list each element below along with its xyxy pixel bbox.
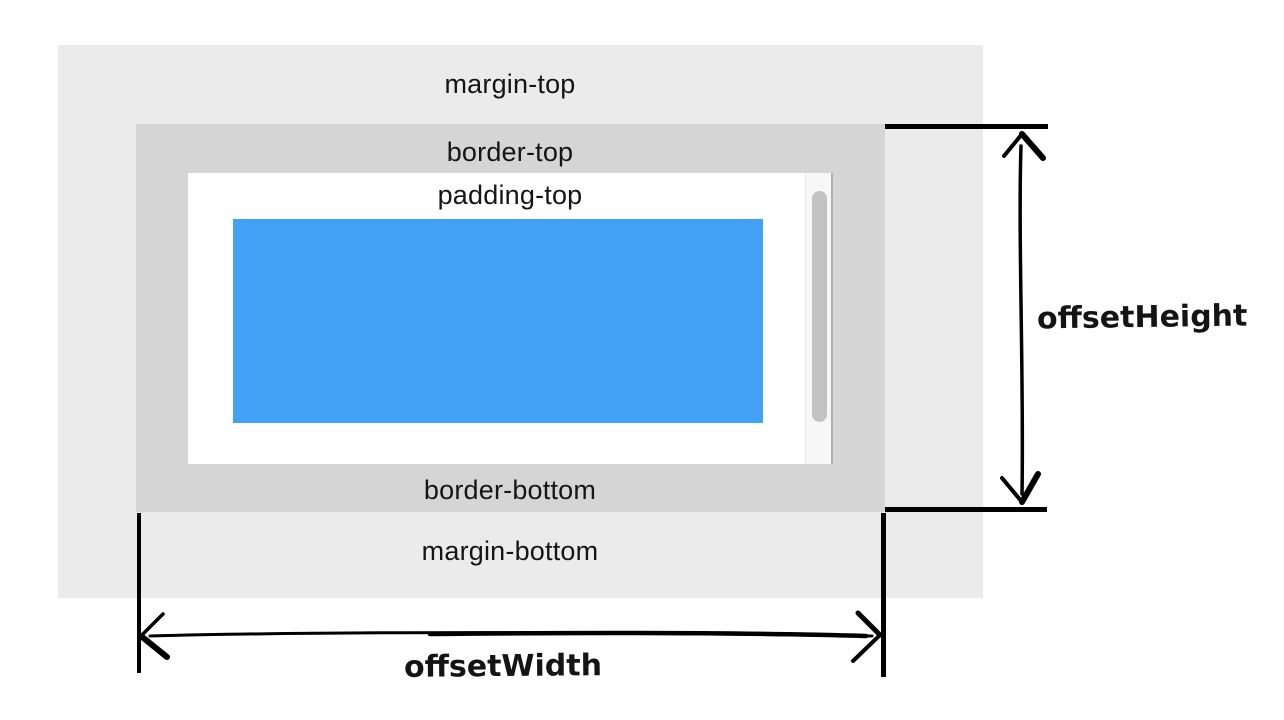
offset-width-tick-left [137,513,141,673]
padding-top-label: padding-top [437,180,583,210]
scrollbar-thumb [812,191,827,422]
offset-height-label: offsetHeight [1036,298,1248,337]
offset-width-label: offsetWidth [403,648,603,685]
offset-width-tick-right [881,513,886,677]
offset-height-tick-bottom [885,507,1047,512]
border-bottom-label: border-bottom [423,475,597,505]
margin-bottom-label: margin-bottom [421,536,599,566]
border-top-label: border-top [446,137,574,167]
offset-height-tick-top [885,124,1048,129]
content-area [233,219,763,423]
scrollbar [805,173,833,464]
margin-top-label: margin-top [444,69,576,99]
